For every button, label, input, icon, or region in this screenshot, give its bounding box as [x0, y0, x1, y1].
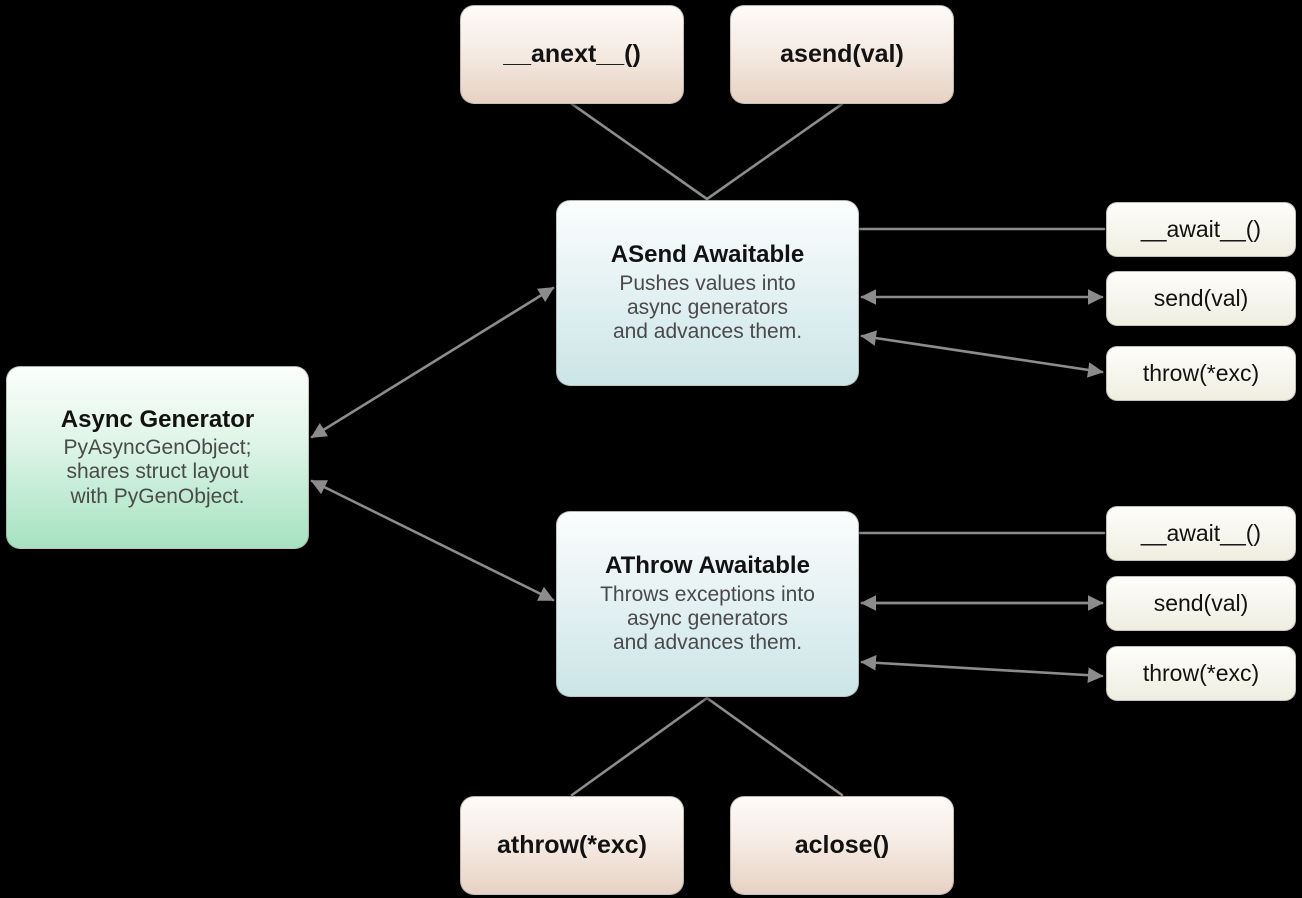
node-asend-awaitable-title: ASend Awaitable	[610, 241, 805, 269]
node-athrow-method-await[interactable]: __await__()	[1106, 506, 1296, 561]
node-athrow-awaitable-desc-line-1: Throws exceptions into	[600, 582, 815, 606]
edge-generator-athrow-awaitable	[310, 479, 555, 602]
node-athrow-awaitable[interactable]: AThrow Awaitable Throws exceptions into …	[556, 511, 859, 697]
node-async-generator-desc-line-3: with PyGenObject.	[70, 484, 245, 508]
edge-asend-throw	[860, 330, 1104, 378]
node-athrow-call[interactable]: athrow(*exc)	[460, 796, 684, 895]
node-aclose-label: aclose()	[794, 830, 890, 859]
node-asend-awaitable-desc-line-1: Pushes values into	[619, 271, 796, 295]
edge-aclose-to-athrow-awaitable	[705, 696, 844, 797]
node-asend-label: asend(val)	[780, 39, 904, 68]
node-asend-awaitable-desc-line-2: async generators	[626, 295, 789, 319]
node-asend-method-await-label: __await__()	[1140, 215, 1262, 242]
node-async-generator-desc-line-1: PyAsyncGenObject;	[63, 436, 252, 460]
node-asend-awaitable[interactable]: ASend Awaitable Pushes values into async…	[556, 200, 859, 386]
node-athrow-method-throw[interactable]: throw(*exc)	[1106, 646, 1296, 701]
node-anext-label: __anext__()	[503, 39, 641, 68]
node-athrow-awaitable-title: AThrow Awaitable	[605, 552, 810, 580]
node-athrow-method-throw-label: throw(*exc)	[1142, 659, 1260, 686]
edge-athrow-throw	[860, 655, 1104, 683]
node-asend-awaitable-desc-line-3: and advances them.	[612, 320, 803, 344]
node-asend-method-throw-label: throw(*exc)	[1142, 359, 1260, 386]
node-athrow-label: athrow(*exc)	[496, 830, 648, 859]
node-async-generator-title: Async Generator	[60, 405, 255, 433]
node-athrow-method-send[interactable]: send(val)	[1106, 576, 1296, 631]
node-async-generator[interactable]: Async Generator PyAsyncGenObject; shares…	[6, 366, 309, 549]
node-athrow-awaitable-desc-line-3: and advances them.	[612, 631, 803, 655]
node-anext-call[interactable]: __anext__()	[460, 5, 684, 104]
node-athrow-method-send-label: send(val)	[1153, 589, 1249, 616]
node-asend-method-send[interactable]: send(val)	[1106, 271, 1296, 326]
edge-anext-to-asend-awaitable	[570, 102, 709, 201]
node-asend-method-throw[interactable]: throw(*exc)	[1106, 346, 1296, 401]
node-async-generator-desc-line-2: shares struct layout	[66, 460, 249, 484]
node-asend-call[interactable]: asend(val)	[730, 5, 954, 104]
edge-generator-asend-awaitable	[310, 286, 555, 439]
node-asend-method-send-label: send(val)	[1153, 284, 1249, 311]
node-aclose-call[interactable]: aclose()	[730, 796, 954, 895]
edge-asend-to-asend-awaitable	[705, 102, 844, 201]
node-athrow-method-await-label: __await__()	[1140, 519, 1262, 546]
node-athrow-awaitable-desc-line-2: async generators	[626, 606, 789, 630]
node-asend-method-await[interactable]: __await__()	[1106, 202, 1296, 257]
edge-athrow-to-athrow-awaitable	[570, 696, 709, 797]
